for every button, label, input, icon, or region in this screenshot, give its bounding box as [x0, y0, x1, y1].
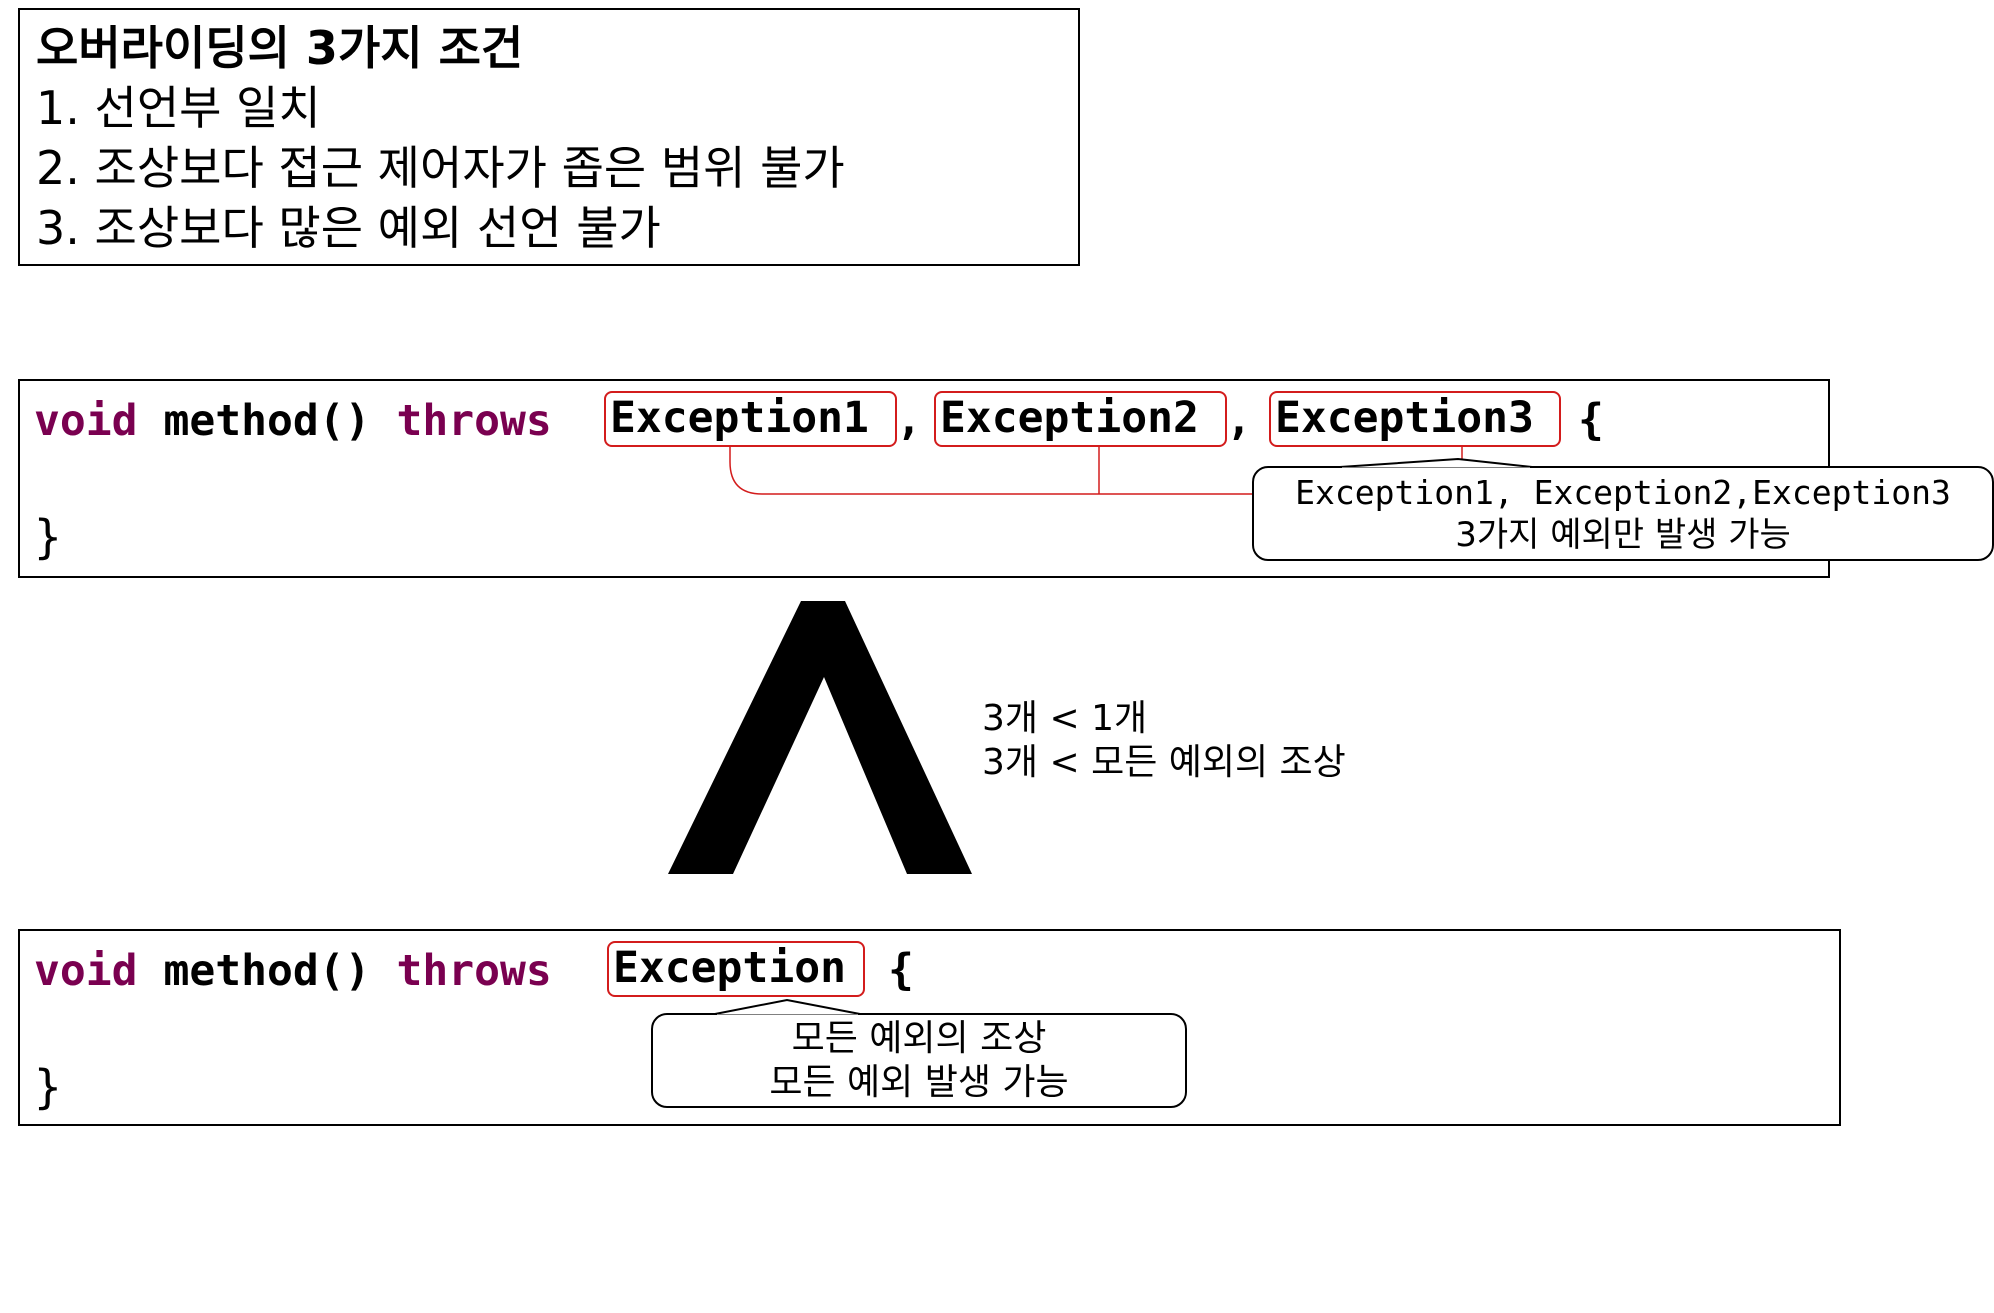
code-signature-1: void method() throws: [34, 395, 552, 447]
keyword-void: void: [34, 396, 138, 446]
rule-item-1: 1. 선언부 일치: [36, 81, 321, 135]
rules-box: 오버라이딩의 3가지 조건 1. 선언부 일치 2. 조상보다 접근 제어자가 …: [18, 8, 1080, 266]
callout-exceptions-list: Exception1, Exception2,Exception3 3가지 예외…: [1252, 466, 1994, 561]
rules-title: 오버라이딩의 3가지 조건: [36, 21, 524, 75]
rule-item-3: 3. 조상보다 많은 예외 선언 불가: [36, 201, 661, 255]
rule-item-2: 2. 조상보다 접근 제어자가 좁은 범위 불가: [36, 141, 845, 195]
method-name: method(): [163, 946, 371, 996]
keyword-throws: throws: [396, 946, 552, 996]
comma-2: ,: [1226, 395, 1252, 445]
open-brace: {: [1578, 395, 1604, 445]
exception-highlight: Exception: [607, 941, 865, 997]
code-signature-2: void method() throws: [34, 945, 552, 997]
callout-1-line-1: Exception1, Exception2,Exception3: [1295, 473, 1951, 512]
exception-3-highlight: Exception3: [1269, 391, 1561, 447]
callout-1-line-2: 3가지 예외만 발생 가능: [1455, 515, 1791, 555]
close-brace: }: [34, 510, 62, 564]
greater-than-arrow-icon: [668, 601, 972, 874]
exception-1-highlight: Exception1: [604, 391, 897, 447]
open-brace: {: [888, 945, 914, 995]
comparison-line-2: 3개 < 모든 예외의 조상: [982, 742, 1346, 783]
callout-2-line-2: 모든 예외 발생 가능: [769, 1062, 1069, 1103]
keyword-throws: throws: [396, 396, 552, 446]
keyword-void: void: [34, 946, 138, 996]
comma-1: ,: [896, 395, 922, 445]
close-brace: }: [34, 1060, 62, 1114]
callout-exception-ancestor: 모든 예외의 조상 모든 예외 발생 가능: [651, 1013, 1187, 1108]
method-name: method(): [163, 396, 371, 446]
exception-2-highlight: Exception2: [934, 391, 1227, 447]
comparison-notes: 3개 < 1개 3개 < 모든 예외의 조상: [982, 697, 1346, 785]
callout-2-line-1: 모든 예외의 조상: [791, 1018, 1047, 1059]
comparison-line-1: 3개 < 1개: [982, 698, 1148, 739]
